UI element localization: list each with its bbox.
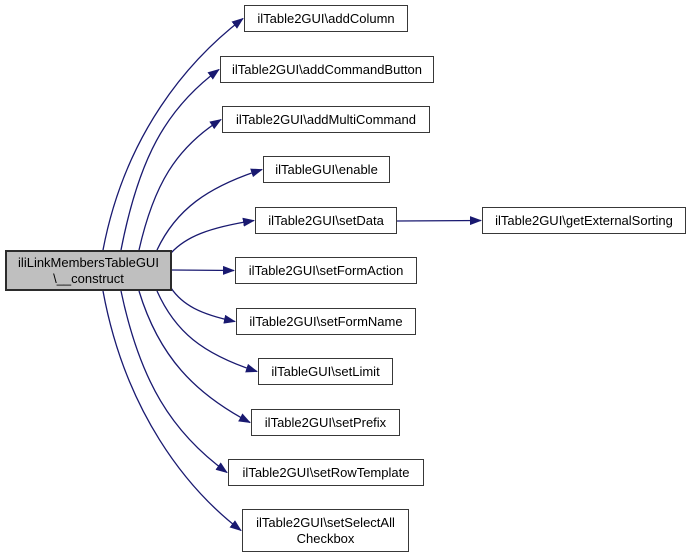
graph-node-label: Checkbox <box>296 530 355 546</box>
graph-node-enable[interactable]: ilTableGUI\enable <box>263 156 390 183</box>
edge-setData-getExternalSorting <box>396 216 482 226</box>
graph-node-label: ilTable2GUI\setFormName <box>249 313 403 329</box>
graph-node-label: ilTable2GUI\getExternalSorting <box>495 212 673 228</box>
graph-node-label: \__construct <box>53 270 124 286</box>
graph-node-setData[interactable]: ilTable2GUI\setData <box>255 207 397 234</box>
graph-node-label: ilTableGUI\enable <box>275 161 378 177</box>
graph-node-setFormAction[interactable]: ilTable2GUI\setFormAction <box>235 257 417 284</box>
edge-construct-setSelectAllCheckbox <box>102 290 242 532</box>
graph-node-construct: iliLinkMembersTableGUI\__construct <box>5 250 172 291</box>
edge-construct-enable <box>156 168 263 251</box>
graph-node-addMultiCommand[interactable]: ilTable2GUI\addMultiCommand <box>222 106 430 133</box>
graph-node-label: ilTable2GUI\setFormAction <box>248 262 404 278</box>
edge-construct-setData <box>170 217 255 254</box>
edge-construct-setFormAction <box>171 265 235 275</box>
graph-node-label: ilTable2GUI\addMultiCommand <box>236 111 416 127</box>
graph-node-setRowTemplate[interactable]: ilTable2GUI\setRowTemplate <box>228 459 424 486</box>
graph-node-label: ilTable2GUI\addCommandButton <box>231 61 423 77</box>
graph-node-label: ilTable2GUI\addColumn <box>257 10 395 26</box>
edge-construct-addColumn <box>102 17 244 251</box>
edge-construct-setRowTemplate <box>120 290 228 474</box>
edge-construct-setPrefix <box>138 290 251 424</box>
graph-node-setPrefix[interactable]: ilTable2GUI\setPrefix <box>251 409 400 436</box>
graph-node-label: ilTable2GUI\setSelectAll <box>256 514 395 530</box>
graph-node-setFormName[interactable]: ilTable2GUI\setFormName <box>236 308 416 335</box>
edge-construct-addCommandButton <box>120 68 220 251</box>
graph-node-setLimit[interactable]: ilTableGUI\setLimit <box>258 358 393 385</box>
graph-node-label: ilTable2GUI\setPrefix <box>264 414 387 430</box>
graph-node-label: iliLinkMembersTableGUI <box>18 254 159 270</box>
graph-node-addCommandButton[interactable]: ilTable2GUI\addCommandButton <box>220 56 434 83</box>
edge-construct-addMultiCommand <box>138 118 222 251</box>
edge-construct-setFormName <box>170 287 236 324</box>
graph-node-getExternalSorting[interactable]: ilTable2GUI\getExternalSorting <box>482 207 686 234</box>
graph-node-addColumn[interactable]: ilTable2GUI\addColumn <box>244 5 408 32</box>
graph-node-label: ilTable2GUI\setData <box>268 212 384 228</box>
graph-node-label: ilTable2GUI\setRowTemplate <box>242 464 410 480</box>
graph-node-label: ilTableGUI\setLimit <box>271 363 380 379</box>
